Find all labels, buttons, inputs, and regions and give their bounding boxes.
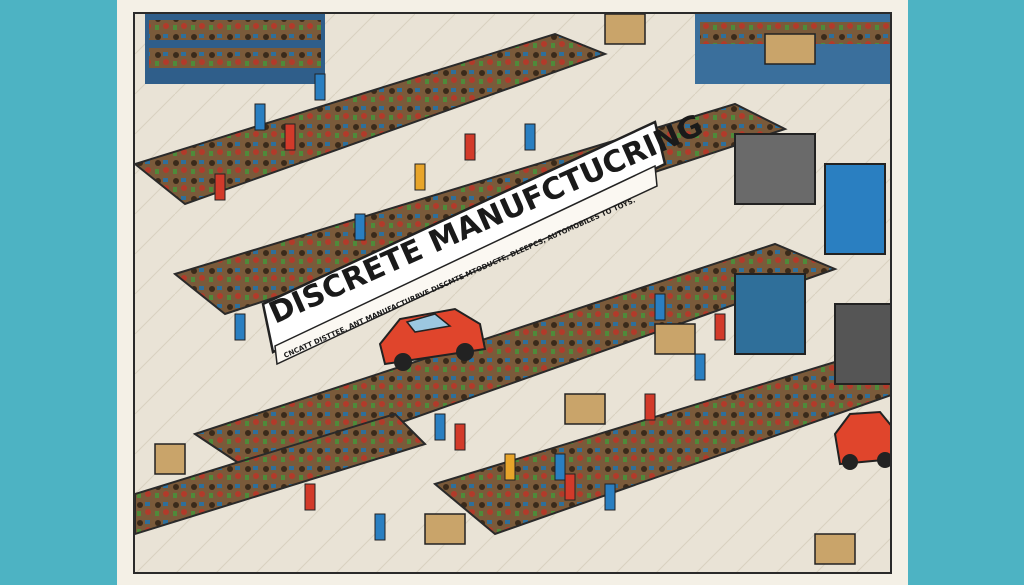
red-car xyxy=(378,307,487,371)
top-shelving xyxy=(145,14,890,84)
boxes xyxy=(154,14,856,565)
machinery-right xyxy=(734,133,890,385)
workers xyxy=(214,73,726,541)
red-car-small xyxy=(833,410,890,470)
banner xyxy=(261,120,667,366)
illustration-frame: DISCRETE MANUFCTUCRING CNCATT DISTTEE, A… xyxy=(117,0,908,585)
factory-illustration: DISCRETE MANUFCTUCRING CNCATT DISTTEE, A… xyxy=(133,12,892,574)
